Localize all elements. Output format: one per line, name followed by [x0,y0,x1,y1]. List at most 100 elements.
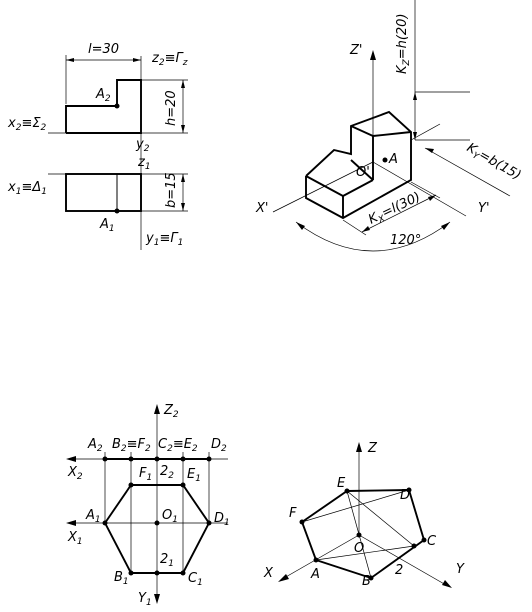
fig3-point-b2 [128,456,134,462]
fig2-kx-dim-line [361,194,437,233]
fig2-edge-7 [350,159,374,181]
fig2-edge-5 [350,125,374,137]
fig2-arc-arrow-right [441,222,450,230]
fig3-e1-label: E1 [187,467,201,484]
fig1-orthographic-views: l=30 z2≡Γz A2 h=20 x2≡Σ2 y2 z1 x1≡Δ1 b=1… [7,42,188,250]
fig3-o1-label: O1 [162,508,178,525]
fig2-o-label: O' [356,165,370,180]
fig3-point-22 [154,456,160,462]
fig4-point-a [313,557,319,563]
fig4-z-axis-label: Z [367,441,378,456]
fig2-kz-arrow-top [413,92,417,100]
fig1-l-arrow-left [66,58,74,62]
fig3-a2-label: A2 [87,437,103,454]
fig3-bf-label: B2≡F2 [112,437,151,454]
fig3-d1-label: D1 [214,511,230,528]
fig3-point-e1 [180,482,186,488]
fig2-kx-arrow-right [428,195,436,201]
fig4-axis-x-arrow [278,574,289,582]
fig4-axis-y [358,534,447,586]
fig2-axis-x [272,161,374,213]
fig4-x-axis-label: X [263,566,274,581]
fig1-a1-label: A1 [99,217,115,234]
fig3-point-a1 [102,520,108,526]
fig3-point-a2 [102,456,108,462]
fig1-b-arrow-top [181,174,185,182]
fig3-21-label: 21 [160,552,174,569]
fig3-y1-label: Y1 [138,591,152,608]
fig3-axis-z-arrow [154,404,160,414]
fig3-ce-label: C2≡E2 [158,437,198,454]
fig3-point-f1 [128,482,134,488]
fig4-point-o [356,532,362,538]
fig4-point-c [421,537,427,543]
fig4-d-label: D [400,488,410,503]
fig4-point-2 [411,543,417,549]
fig1-y1-label: y1≡Γ1 [145,231,183,248]
fig1-a2-label: A2 [95,87,111,104]
fig4-b-label: B [362,574,371,589]
fig1-l-label: l=30 [88,42,119,57]
fig2-edge-6 [372,131,412,137]
fig1-x1-label: x1≡Δ1 [7,180,47,197]
fig2-kz-arrow-bottom [413,132,417,140]
fig3-point-c2 [180,456,186,462]
fig1-h-arrow-top [181,80,185,88]
fig4-axis-z-arrow [356,442,362,452]
fig2-kx-label: KX=l(30) [366,190,424,230]
fig3-point-21 [154,570,160,576]
fig4-point-d [406,487,412,493]
fig2-axis-y [372,161,467,217]
fig3-22-label: 22 [160,464,174,481]
fig3-d2-label: D2 [211,437,227,454]
fig2-kx-arrow-left [362,226,370,232]
fig3-hexagon-projections: Z2 A2 B2≡F2 C2≡E2 D2 X2 F1 22 E1 A1 O1 D… [66,403,230,608]
fig2-y-axis-label: Y' [478,201,490,216]
fig2-ky-arrow [425,148,434,153]
fig4-a-label: A [310,567,320,582]
fig4-f-label: F [289,506,297,521]
fig3-b1-label: B1 [114,570,129,587]
fig4-isometric-hexagon: Z E D F O C X A B 2 Y [263,441,465,589]
fig3-axis-x2-arrow [66,456,76,462]
fig3-point-b1 [128,570,134,576]
fig4-line-fd [301,489,410,523]
fig4-hexagon [300,489,426,580]
fig4-2-label: 2 [395,563,403,578]
fig1-y2-label: y2 [135,137,150,154]
fig2-point-a [382,157,388,163]
fig2-x-axis-label: X' [255,201,268,216]
fig1-h-arrow-bottom [181,125,185,133]
fig3-point-c1 [180,570,186,576]
fig4-axis-x [283,534,360,579]
fig2-block-outline [305,110,412,220]
fig4-o-label: O [354,541,364,556]
fig4-line-e2 [346,490,415,547]
fig4-point-f [299,519,305,525]
fig3-z2-label: Z2 [163,403,179,420]
fig2-isometric-view: Z' KZ=h(20) O' A KY=b(15) X' Y' KX=l(30)… [255,0,523,252]
fig4-line-a2 [315,545,415,561]
fig1-z1-label: z1 [137,155,151,172]
fig3-axis-x1-arrow [66,520,76,526]
fig2-ky-dim-line [424,147,511,197]
fig3-x1-label: X1 [67,530,83,547]
fig4-e-label: E [337,476,346,491]
fig4-point-e [344,488,350,494]
fig4-c-label: C [427,534,437,549]
fig2-axis-z-arrow [370,50,376,60]
fig1-b-label: b=15 [164,172,179,208]
fig1-l-arrow-right [133,58,141,62]
fig3-point-d2 [206,456,212,462]
fig2-ky-extension [410,123,441,141]
fig3-a1-label: A1 [85,508,101,525]
fig1-point-a1 [114,208,120,214]
fig2-kz-label: KZ=h(20) [395,13,412,74]
fig4-y-axis-label: Y [456,562,465,577]
fig2-kx-extension-left [342,219,367,236]
fig2-arc-arrow-left [296,222,305,230]
fig2-angle-arc [295,221,451,252]
fig3-f1-label: F1 [139,466,152,483]
fig1-point-a2 [114,103,120,109]
